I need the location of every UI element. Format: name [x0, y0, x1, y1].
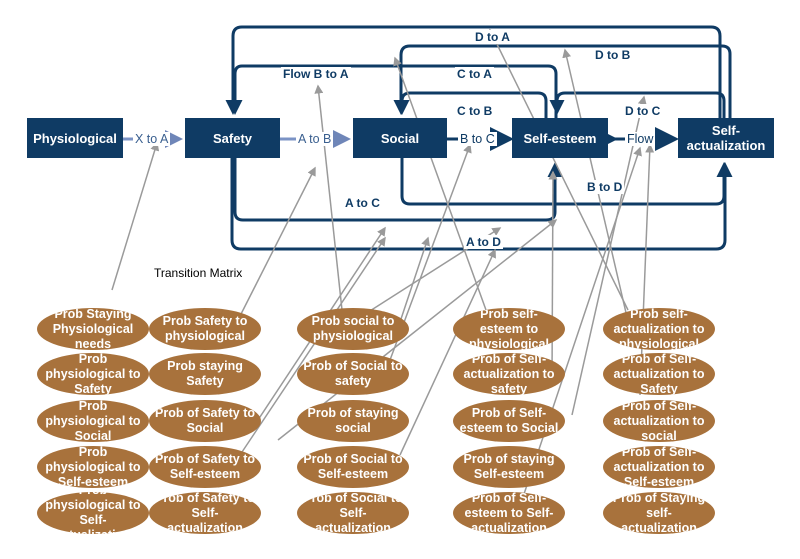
- matrix-cell[interactable]: Prob of staying social: [297, 400, 409, 442]
- label-d-to-c: D to C: [623, 104, 663, 118]
- link-line: [393, 56, 487, 311]
- matrix-cell[interactable]: Prob of Safety to Self-esteem: [149, 446, 261, 488]
- matrix-cell[interactable]: Prob of Self-actualization to Self-estee…: [603, 446, 715, 488]
- transition-matrix-title: Transition Matrix: [154, 266, 243, 280]
- matrix-cell[interactable]: Prob of Safety to Social: [149, 400, 261, 442]
- link-line: [571, 95, 647, 416]
- label-flow: Flow: [625, 132, 656, 146]
- matrix-cell[interactable]: Prob Safety to physiological: [149, 308, 261, 350]
- edge-d-to-c: [549, 91, 726, 118]
- matrix-cell[interactable]: Prob of Self-actualization to safety: [453, 353, 565, 395]
- label-c-to-b: C to B: [455, 104, 495, 118]
- matrix-cell[interactable]: Prob of Self-esteem to Self-actualizatio…: [453, 492, 565, 534]
- matrix-cell[interactable]: Prob of Staying self-actualization: [603, 492, 715, 534]
- matrix-cell[interactable]: Prob of Social to Self-actualization: [297, 492, 409, 534]
- edge-d-to-b: [393, 44, 732, 118]
- matrix-cell[interactable]: Prob physiological to Self-esteem: [37, 446, 149, 488]
- link-line: [111, 141, 160, 291]
- matrix-cell[interactable]: Prob of Social to Self-esteem: [297, 446, 409, 488]
- matrix-cell[interactable]: Prob Staying Physiological needs: [37, 308, 149, 350]
- matrix-cell[interactable]: Prob of Self-actualization to social: [603, 400, 715, 442]
- matrix-cell[interactable]: Prob of Self-esteem to Social: [453, 400, 565, 442]
- edge-a-to-d: [230, 157, 733, 251]
- label-d-to-a: D to A: [473, 30, 512, 44]
- label-a-to-d: A to D: [464, 235, 503, 249]
- label-a-to-b: A to B: [296, 132, 334, 146]
- link-line: [399, 248, 496, 456]
- node-physiological[interactable]: Physiological: [27, 118, 123, 158]
- label-x-to-a: X to A: [133, 132, 171, 146]
- label-b-to-d: B to D: [585, 180, 625, 194]
- label-flow-b-to-a: Flow B to A: [281, 67, 351, 81]
- label-a-to-c: A to C: [343, 196, 382, 210]
- matrix-cell[interactable]: Prob staying Safety: [149, 353, 261, 395]
- matrix-cell[interactable]: Prob self-esteem to physiological: [453, 308, 565, 350]
- label-c-to-a: C to A: [455, 67, 494, 81]
- link-line: [489, 28, 629, 311]
- link-line: [314, 84, 343, 311]
- link-line: [237, 166, 316, 321]
- matrix-cell[interactable]: Prob of Self-actualization to Safety: [603, 353, 715, 395]
- edge-c-to-b: [394, 91, 548, 118]
- matrix-cell[interactable]: Prob physiological to Safety: [37, 353, 149, 395]
- node-safety[interactable]: Safety: [185, 118, 280, 158]
- label-b-to-c: B to C: [458, 132, 497, 146]
- node-self-esteem[interactable]: Self-esteem: [512, 118, 608, 158]
- matrix-cell[interactable]: Prob physiological to Self-actualization: [37, 492, 149, 534]
- link-line: [548, 170, 558, 381]
- matrix-cell[interactable]: Prob of staying Self-esteem: [453, 446, 565, 488]
- link-line: [521, 146, 642, 501]
- link-line: [229, 236, 386, 471]
- node-social[interactable]: Social: [353, 118, 447, 158]
- edge-d-to-a: [225, 25, 722, 118]
- matrix-cell[interactable]: Prob of Safety to Self-actualization: [149, 492, 261, 534]
- matrix-cell[interactable]: Prob of Social to safety: [297, 353, 409, 395]
- matrix-cell[interactable]: Prob self-actualization to physiological: [603, 308, 715, 350]
- matrix-cell[interactable]: Prob physiological to Social: [37, 400, 149, 442]
- label-d-to-b: D to B: [593, 48, 633, 62]
- node-self-actualization[interactable]: Self- actualization: [678, 118, 774, 158]
- matrix-cell[interactable]: Prob social to physiological: [297, 308, 409, 350]
- edge-a-to-c: [233, 157, 563, 222]
